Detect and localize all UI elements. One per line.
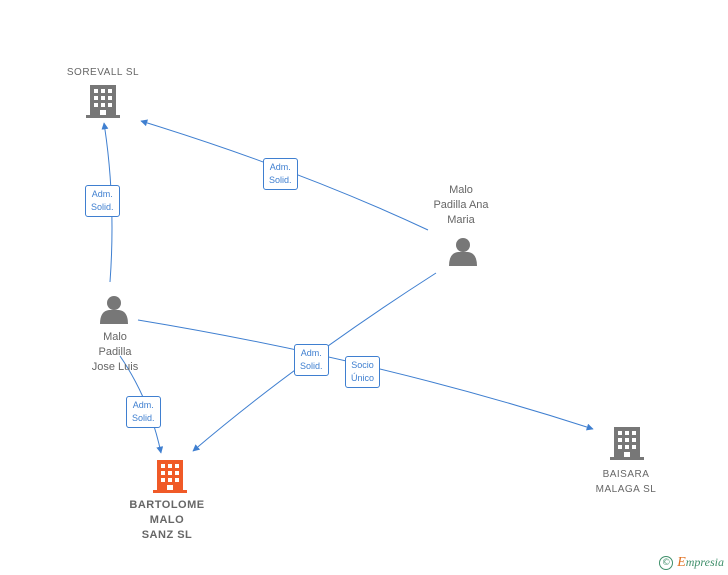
node-label-bartolome[interactable]: BARTOLOME MALO SANZ SL xyxy=(129,499,205,541)
node-label-sorevall[interactable]: SOREVALL SL xyxy=(66,67,140,78)
brand-logo[interactable]: Empresia xyxy=(677,555,724,571)
building-icon[interactable] xyxy=(153,460,187,493)
person-icon[interactable] xyxy=(100,296,128,324)
edge-label-ana-sorevall: Adm. Solid. xyxy=(263,158,298,190)
node-label-baisara[interactable]: BAISARA MALAGA SL xyxy=(595,469,657,495)
copyright-icon: © xyxy=(659,556,674,570)
edge-label-ana-bartolome: Adm. Solid. xyxy=(294,344,329,376)
person-icon[interactable] xyxy=(449,238,477,266)
node-label-malo-ana[interactable]: Malo Padilla Ana Maria xyxy=(433,184,489,226)
node-label-malo-jose[interactable]: Malo Padilla Jose Luis xyxy=(91,331,139,373)
edge-label-jose-baisara: Socio Único xyxy=(345,356,381,388)
edge-label-jose-sorevall: Adm. Solid. xyxy=(85,185,120,217)
brand-rest: mpresia xyxy=(685,555,724,569)
brand-first-letter: E xyxy=(677,555,686,570)
footer-brand: © Empresia xyxy=(659,555,724,571)
edge-label-jose-bartolome: Adm. Solid. xyxy=(126,396,161,428)
building-icon[interactable] xyxy=(610,427,644,460)
building-icon[interactable] xyxy=(86,85,120,118)
